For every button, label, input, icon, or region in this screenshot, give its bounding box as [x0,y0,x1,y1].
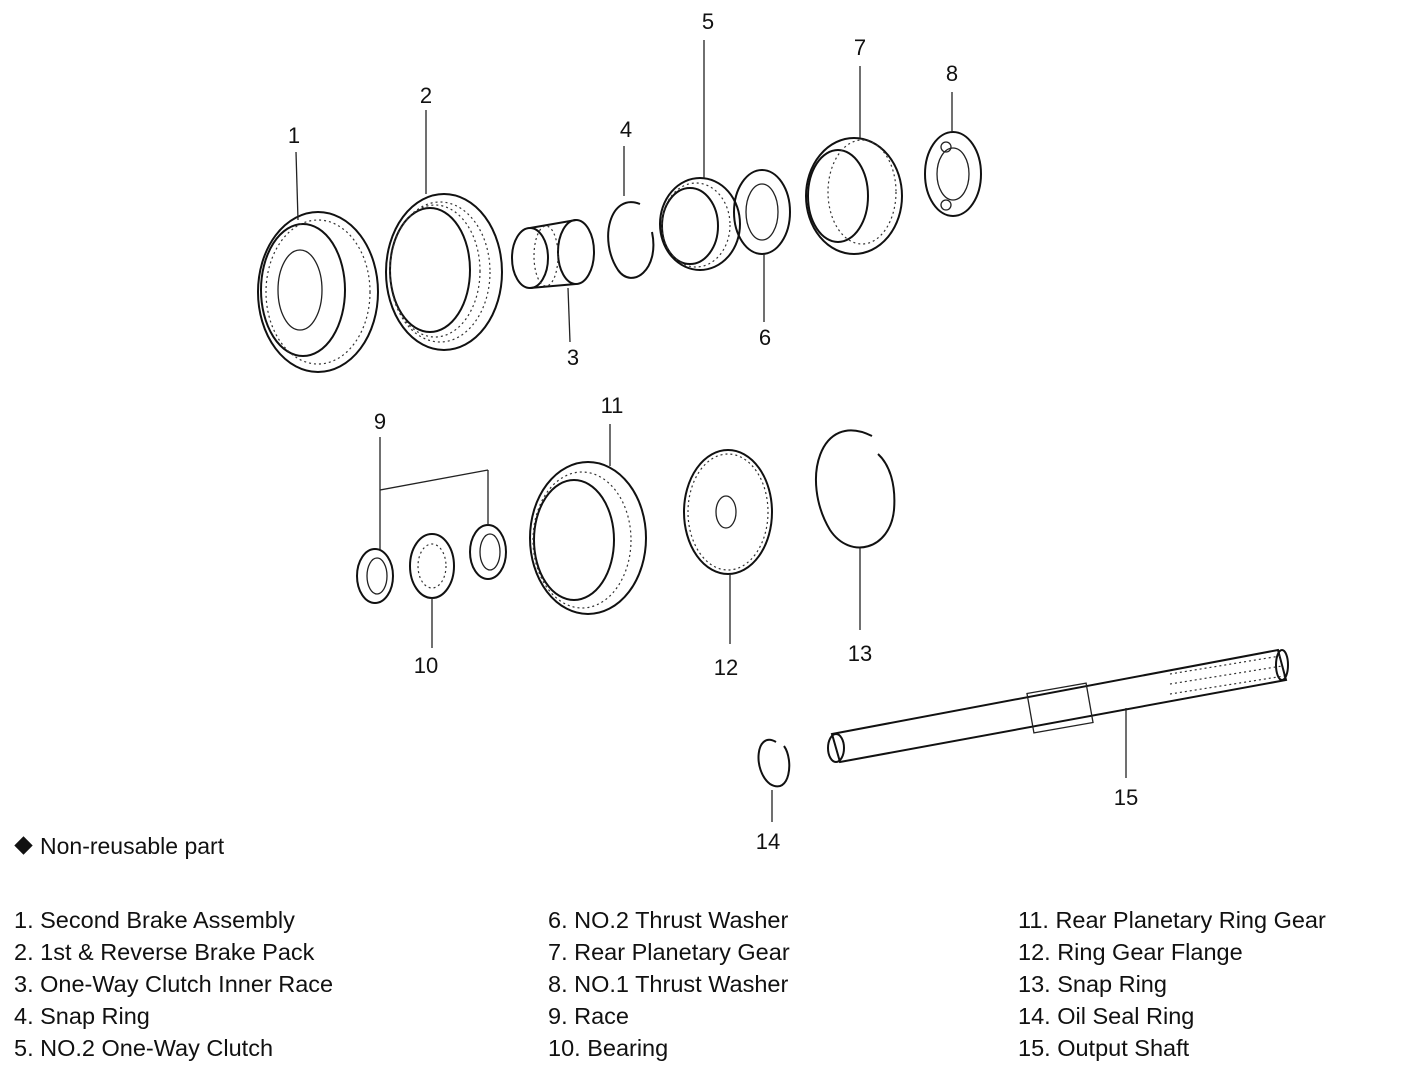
legend-item-8: 8. NO.1 Thrust Washer [548,971,789,997]
legend-column-1: 1. Second Brake Assembly 2. 1st & Revers… [14,904,333,1064]
leader-lines [295,40,1127,822]
part-thrust-washer-8 [924,131,982,217]
legend-item-11: 11. Rear Planetary Ring Gear [1018,907,1326,933]
part-oil-seal-ring [757,738,791,788]
callout-10: 10 [413,653,439,678]
part-thrust-washer-6 [733,169,791,255]
part-race-right [469,524,507,580]
part-inner-race [511,219,595,289]
callout-1: 1 [287,123,301,148]
part-race-left [356,548,394,604]
legend-item-14: 14. Oil Seal Ring [1018,1003,1195,1029]
callout-15: 15 [1113,785,1139,810]
legend-item-10: 10. Bearing [548,1035,669,1061]
part-ring-gear [529,461,647,615]
part-output-shaft [827,648,1289,764]
legend-item-9: 9. Race [548,1003,629,1029]
part-bearing [409,533,455,599]
legend-item-4: 4. Snap Ring [14,1003,150,1029]
callout-5: 5 [701,9,715,34]
callout-3: 3 [566,345,580,370]
callout-4: 4 [619,117,633,142]
diamond-icon [14,836,33,855]
callout-11: 11 [600,393,624,418]
legend-item-15: 15. Output Shaft [1018,1035,1190,1061]
legend-item-3: 3. One-Way Clutch Inner Race [14,971,334,997]
legend-item-6: 6. NO.2 Thrust Washer [548,907,789,933]
legend-column-2: 6. NO.2 Thrust Washer 7. Rear Planetary … [548,904,790,1064]
part-rear-planetary-gear [805,137,903,255]
callout-7: 7 [853,35,867,60]
part-ring-gear-flange [683,449,773,575]
part-one-way-clutch [659,177,741,271]
callout-2: 2 [419,83,433,108]
part-second-brake-assembly [257,211,379,373]
legend-item-5: 5. NO.2 One-Way Clutch [14,1035,274,1061]
non-reusable-note-text: Non-reusable part [40,833,225,859]
callout-14: 14 [755,829,781,854]
callout-13: 13 [847,641,873,666]
non-reusable-note: Non-reusable part [14,833,224,860]
part-snap-ring-13 [815,429,896,549]
legend-item-2: 2. 1st & Reverse Brake Pack [14,939,315,965]
callout-9: 9 [373,409,387,434]
part-brake-pack [385,193,503,351]
callout-6: 6 [758,325,772,350]
callout-12: 12 [713,655,739,680]
legend-item-7: 7. Rear Planetary Gear [548,939,790,965]
part-snap-ring-4 [607,201,655,279]
legend-item-12: 12. Ring Gear Flange [1018,939,1243,965]
legend-item-1: 1. Second Brake Assembly [14,907,295,933]
legend-column-3: 11. Rear Planetary Ring Gear 12. Ring Ge… [1018,904,1326,1064]
callout-8: 8 [945,61,959,86]
legend-item-13: 13. Snap Ring [1018,971,1167,997]
